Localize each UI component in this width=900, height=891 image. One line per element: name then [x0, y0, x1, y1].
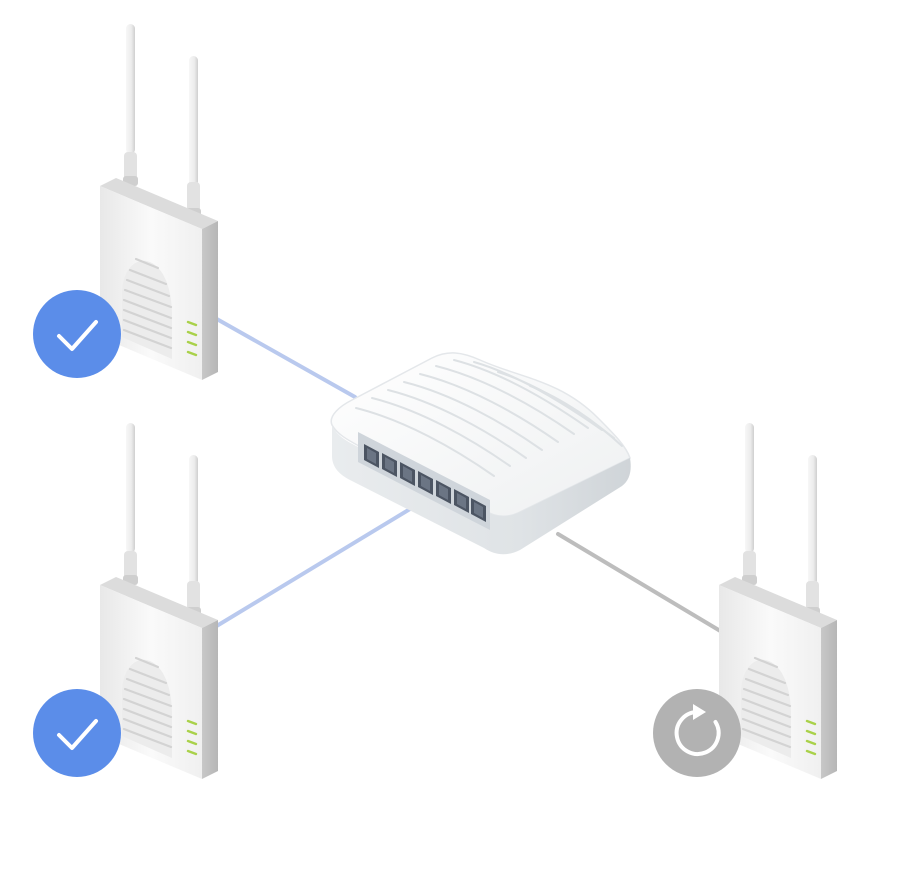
- network-switch: [330, 352, 631, 555]
- link-bottom-left: [213, 504, 417, 629]
- switch-ports: [364, 444, 486, 522]
- link-top-left: [213, 316, 357, 399]
- refresh-icon: [674, 704, 721, 756]
- status-badge-top-left: [33, 290, 121, 378]
- links: [213, 316, 724, 634]
- link-bottom-right: [556, 532, 724, 634]
- check-icon: [57, 719, 98, 750]
- check-icon: [57, 320, 98, 351]
- status-badge-bottom-right: [653, 689, 741, 777]
- status-badge-bottom-left: [33, 689, 121, 777]
